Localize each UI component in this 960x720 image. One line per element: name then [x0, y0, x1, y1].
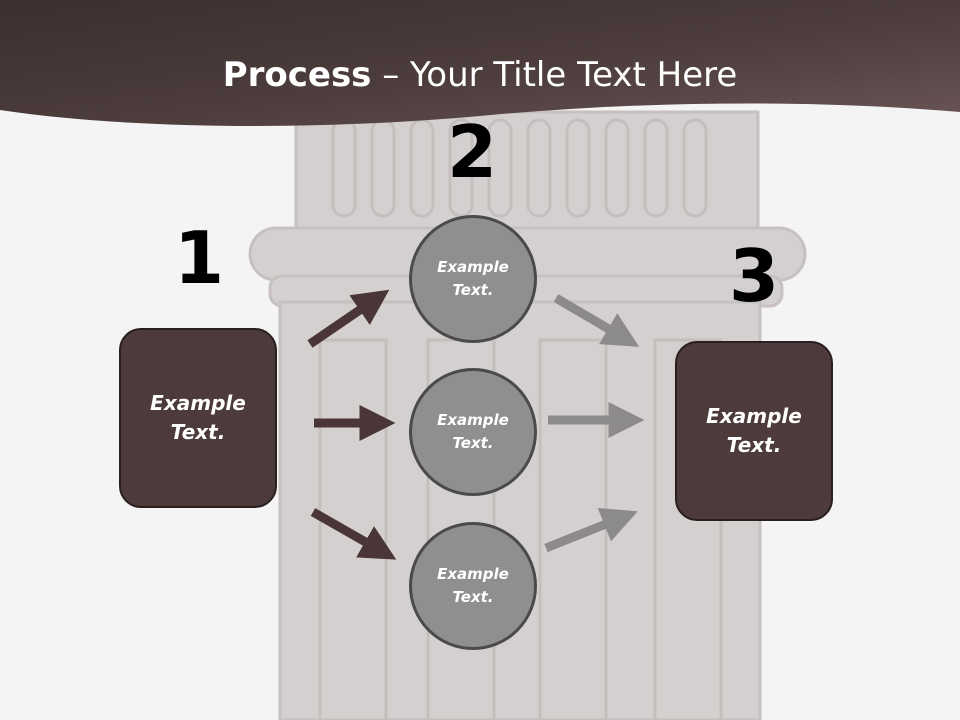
step2-circle-bottom-label: Example Text. [437, 565, 509, 606]
step2-circle-bottom: Example Text. [409, 522, 537, 650]
step3-label: Example Text. [706, 404, 802, 457]
arrow-step1-to-circle-top [307, 289, 390, 348]
step2-circle-middle: Example Text. [409, 368, 537, 496]
arrow-circle-bottom-to-step3 [544, 507, 638, 553]
step2-circle-top: Example Text. [409, 215, 537, 343]
title-bold: Process [222, 55, 372, 95]
arrow-step1-to-circle-bottom [310, 508, 397, 560]
step2-circle-middle-label: Example Text. [437, 411, 509, 452]
step-number-3: 3 [728, 234, 780, 318]
step-number-1: 1 [173, 216, 225, 300]
step1-box: Example Text. [119, 328, 277, 508]
header-band [0, 0, 960, 127]
step-number-2: 2 [446, 110, 498, 194]
step1-label: Example Text. [150, 391, 246, 444]
step3-box: Example Text. [675, 341, 833, 521]
page-title: Process – Your Title Text Here [0, 52, 960, 98]
title-rest: – Your Title Text Here [371, 55, 738, 95]
arrow-circle-top-to-step3 [553, 294, 640, 347]
step2-circle-top-label: Example Text. [437, 258, 509, 299]
